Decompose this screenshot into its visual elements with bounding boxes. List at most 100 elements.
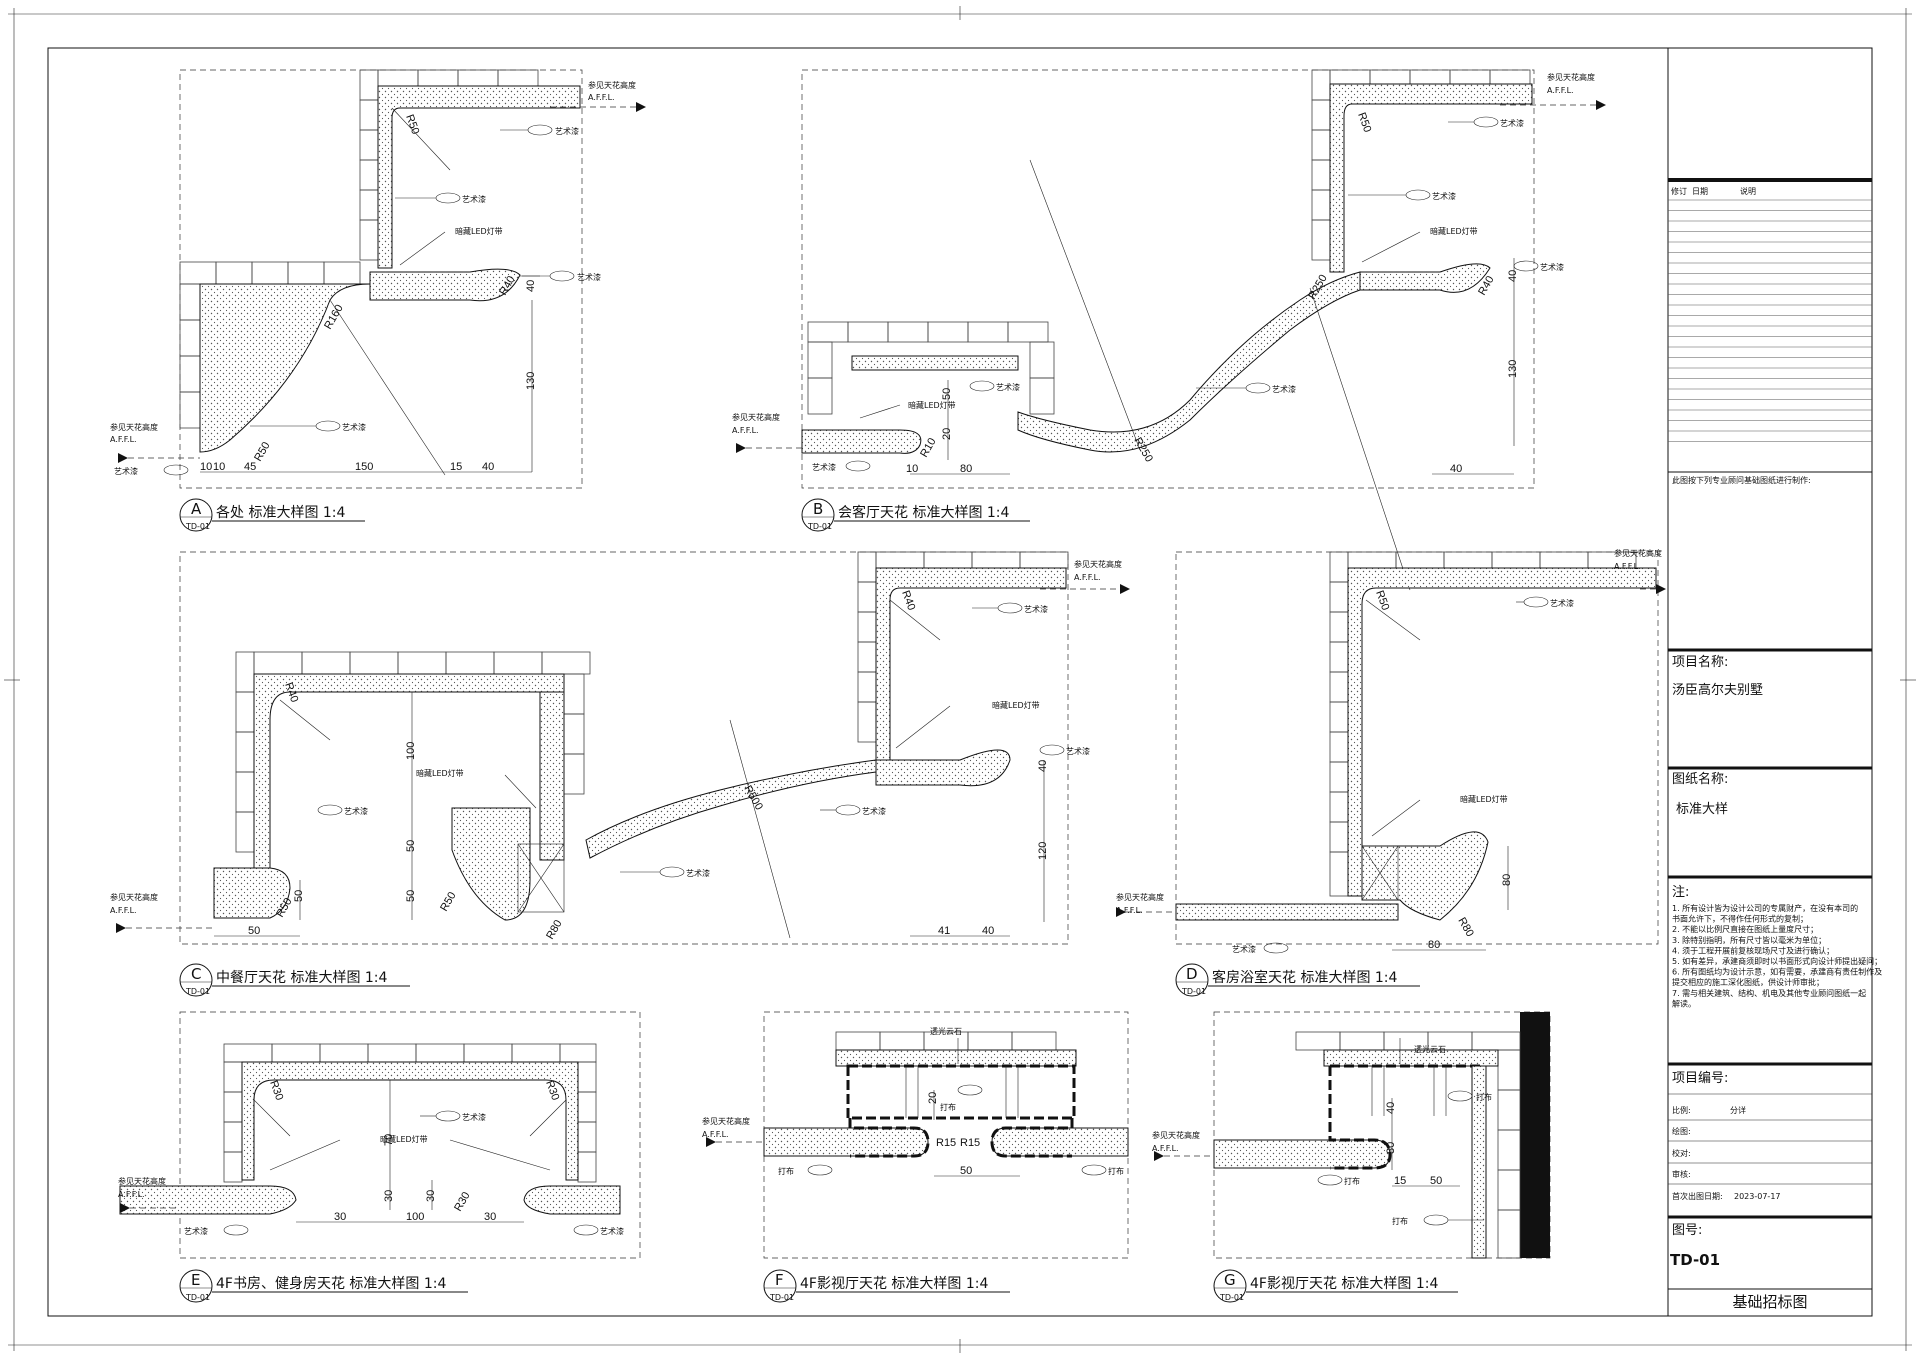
- dim-a-11: 40: [482, 461, 494, 473]
- label-c-art-paint-2: 艺术漆: [1066, 746, 1090, 756]
- dim-a-7: 10: [213, 461, 225, 473]
- panel-marker-a: [179, 498, 213, 532]
- dim-c-6: R50: [438, 890, 458, 913]
- detail-e: R30 R30 70 30 30 R30 30 100 30 参见天花高度 A.…: [118, 1011, 641, 1303]
- label-d-ceiling-ref-2: 参见天花高度: [1116, 892, 1164, 902]
- dim-c-12: 41: [938, 925, 950, 937]
- panel-marker-c: [179, 963, 213, 997]
- label-g-fabric-2: 打布: [1344, 1176, 1360, 1186]
- dim-b-7: 50: [941, 388, 953, 400]
- label-g-afl: A.F.F.L.: [1152, 1144, 1179, 1153]
- panel-id-c: C: [191, 965, 201, 983]
- note-line: 1. 所有设计皆为设计公司的专属财产，在没有本司的: [1672, 903, 1858, 913]
- dim-f-3: 50: [960, 1165, 972, 1177]
- drawing-no: TD-01: [1670, 1251, 1720, 1269]
- dim-a-9: 150: [355, 461, 373, 473]
- dim-c-5: 50: [405, 890, 417, 902]
- detail-f: 20 R15 R15 50 参见天花高度 A.F.F.L. 透光云石 打布 打布…: [702, 1011, 1129, 1303]
- dim-b-4: 40: [1507, 270, 1519, 282]
- panel-id-e: E: [191, 1271, 200, 1289]
- label-a-afl: A.F.F.L.: [588, 93, 615, 102]
- label-a-art-paint-3: 艺术漆: [577, 272, 601, 282]
- rev-header-2: 说明: [1740, 186, 1756, 196]
- panel-marker-d: [1175, 963, 1209, 997]
- revision-rows: [1668, 199, 1872, 442]
- rev-header-1: 日期: [1692, 187, 1708, 196]
- dim-b-5: 130: [1507, 360, 1519, 378]
- issue-date-value: 2023-07-17: [1734, 1192, 1781, 1201]
- detail-b: R50 R40 R250 R250 40 130 40 50 20 R10 10…: [732, 69, 1606, 591]
- label-f-fabric-3: 打布: [1108, 1166, 1124, 1176]
- panel-id-b: B: [813, 500, 823, 518]
- checked-label: 校对:: [1672, 1148, 1691, 1158]
- label-c-afl: A.F.F.L.: [1074, 573, 1101, 582]
- label-a-led: 暗藏LED灯带: [455, 226, 503, 236]
- label-f-onyx: 透光云石: [930, 1026, 962, 1036]
- dim-d-3: 80: [1428, 939, 1440, 951]
- dim-e-6: 30: [334, 1211, 346, 1223]
- dim-e-2: 70: [383, 1134, 395, 1146]
- panel-title-b: 会客厅天花 标准大样图 1:4: [838, 504, 1010, 521]
- label-e-art-paint-3: 艺术漆: [600, 1226, 624, 1236]
- note-line: 3. 除特别指明，所有尺寸皆以毫米为单位；: [1672, 935, 1826, 945]
- label-d-art-paint-1: 艺术漆: [1550, 598, 1574, 608]
- dim-c-10: 40: [1037, 760, 1049, 772]
- label-g-fabric-3: 打布: [1392, 1216, 1408, 1226]
- project-name: 汤臣高尔夫别墅: [1672, 682, 1763, 698]
- label-e-art-paint-1: 艺术漆: [462, 1112, 486, 1122]
- label-c-led-2: 暗藏LED灯带: [416, 768, 464, 778]
- label-a-ceiling-ref-2: 参见天花高度: [110, 422, 158, 432]
- note-line: 6. 所有图纸均为设计示意，如有需要，承建商有责任制作及: [1672, 967, 1882, 977]
- dim-d-1: R80: [1455, 916, 1475, 939]
- panel-id-g: G: [1224, 1271, 1236, 1289]
- scale-label: 比例:: [1672, 1105, 1691, 1115]
- label-d-art-paint-2: 艺术漆: [1232, 944, 1256, 954]
- drawing-no-label: 图号:: [1672, 1223, 1702, 1238]
- label-e-afl: A.F.F.L.: [118, 1190, 145, 1199]
- sheet-outer-border: [47, 47, 1873, 1317]
- panel-marker-g: [1213, 1269, 1247, 1303]
- column-solid-g: [1520, 1012, 1550, 1258]
- panel-title-c: 中餐厅天花 标准大样图 1:4: [216, 970, 388, 986]
- dim-b-8: 20: [941, 428, 953, 440]
- label-a-art-paint-2: 艺术漆: [462, 194, 486, 204]
- label-d-led: 暗藏LED灯带: [1460, 794, 1508, 804]
- dim-a-0: R50: [403, 113, 421, 136]
- label-b-art-paint-4: 艺术漆: [996, 382, 1020, 392]
- detail-g: 40 30 15 50 参见天花高度 A.F.F.L. 透光云石 打布 打布 打…: [1152, 1011, 1551, 1303]
- detail-c: R40 R40 R500 100 50 50 R50 R80 50 R50 40…: [110, 551, 1130, 997]
- note-line: 5. 如有差异，承建商须即时以书面形式向设计师提出疑问；: [1672, 956, 1882, 966]
- note-line: 提交相应的施工深化图纸，供设计师审批；: [1672, 977, 1824, 987]
- label-f-ceiling-ref: 参见天花高度: [702, 1116, 750, 1126]
- label-b-afl: A.F.F.L.: [1547, 86, 1574, 95]
- label-a-afl-2: A.F.F.L.: [110, 435, 137, 444]
- label-b-art-paint-6: 艺术漆: [812, 462, 836, 472]
- dim-a-8: 45: [244, 461, 256, 473]
- panel-marker-f: [763, 1269, 797, 1303]
- panel-marker-e: [179, 1269, 213, 1303]
- drawing-name-label: 图纸名称:: [1672, 771, 1728, 787]
- dim-c-11: 120: [1037, 842, 1049, 860]
- label-g-onyx: 透光云石: [1414, 1044, 1446, 1054]
- dim-c-8: 50: [248, 925, 260, 937]
- label-e-led: 暗藏LED灯带: [380, 1134, 428, 1144]
- label-g-ceiling-ref: 参见天花高度: [1152, 1130, 1200, 1140]
- dim-c-0: R40: [899, 589, 917, 612]
- dim-c-7: R80: [544, 918, 564, 941]
- dim-c-13: 40: [982, 925, 994, 937]
- dim-a-3: 40: [525, 280, 537, 292]
- panel-id-f: F: [775, 1271, 784, 1289]
- dim-g-1: 30: [1385, 1142, 1397, 1154]
- panel-ref-a: TD-01: [185, 522, 210, 531]
- title-block: 修订 日期 说明 此图按下列专业顾问基础图纸进行制作: 项目名称: 汤臣高尔夫别…: [1667, 48, 1882, 1316]
- dim-b-10: 10: [906, 463, 918, 475]
- panel-title-d: 客房浴室天花 标准大样图 1:4: [1212, 969, 1398, 986]
- label-d-ceiling-ref: 参见天花高度: [1614, 548, 1662, 558]
- dim-a-10: 15: [450, 461, 462, 473]
- label-c-afl-2: A.F.F.L.: [110, 906, 137, 915]
- label-b-art-paint-3: 艺术漆: [1540, 262, 1564, 272]
- dim-f-0: 20: [927, 1092, 939, 1104]
- panel-ref-g: TD-01: [1219, 1293, 1244, 1302]
- scale-value: 分详: [1730, 1105, 1746, 1115]
